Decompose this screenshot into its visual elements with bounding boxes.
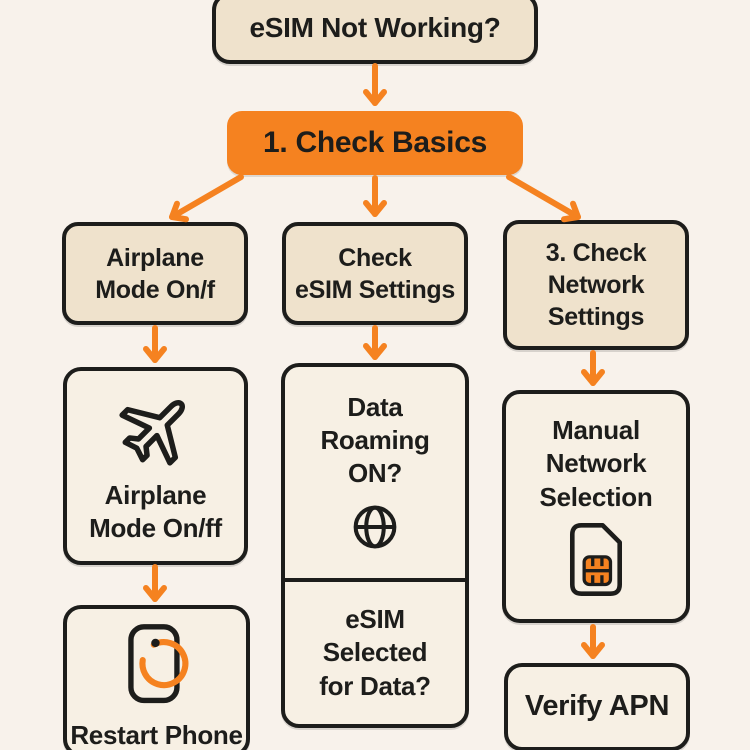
node-network-settings-branch: 3. Check Network Settings xyxy=(503,220,689,350)
node-restart-phone: Restart Phone xyxy=(63,605,250,750)
sim-card-icon xyxy=(563,520,629,599)
node-title: eSIM Not Working? xyxy=(212,0,538,64)
node-airplane-branch: Airplane Mode On/f xyxy=(62,222,248,325)
verify-apn-label: Verify APN xyxy=(524,690,670,723)
esim-selected-label: eSIM Selected for Data? xyxy=(319,604,431,701)
section-esim-selected: eSIM Selected for Data? xyxy=(285,582,465,724)
node-check-basics: 1. Check Basics xyxy=(227,111,523,175)
node-esim-settings-branch: Check eSIM Settings xyxy=(282,222,468,325)
airplane-detail-label: Airplane Mode On/ff xyxy=(89,480,222,544)
node-verify-apn: Verify APN xyxy=(504,663,690,750)
node-manual-network: Manual Network Selection xyxy=(502,390,690,623)
node-airplane-detail: Airplane Mode On/ff xyxy=(63,367,248,565)
node-esim-data-checks: Data Roaming ON? eSIM Selected for Data? xyxy=(281,363,469,728)
network-branch-label: 3. Check Network Settings xyxy=(545,239,647,331)
airplane-branch-label: Airplane Mode On/f xyxy=(95,243,215,304)
esim-branch-label: Check eSIM Settings xyxy=(294,243,456,304)
data-roaming-label: Data Roaming ON? xyxy=(320,391,430,489)
airplane-icon xyxy=(112,385,200,473)
check-basics-label: 1. Check Basics xyxy=(263,125,487,159)
manual-network-label: Manual Network Selection xyxy=(539,415,653,512)
section-divider xyxy=(285,578,465,582)
restart-phone-icon xyxy=(111,619,203,719)
section-data-roaming: Data Roaming ON? xyxy=(285,367,465,578)
globe-icon xyxy=(348,500,402,554)
title-label: eSIM Not Working? xyxy=(249,12,501,44)
restart-phone-label: Restart Phone xyxy=(70,720,243,750)
